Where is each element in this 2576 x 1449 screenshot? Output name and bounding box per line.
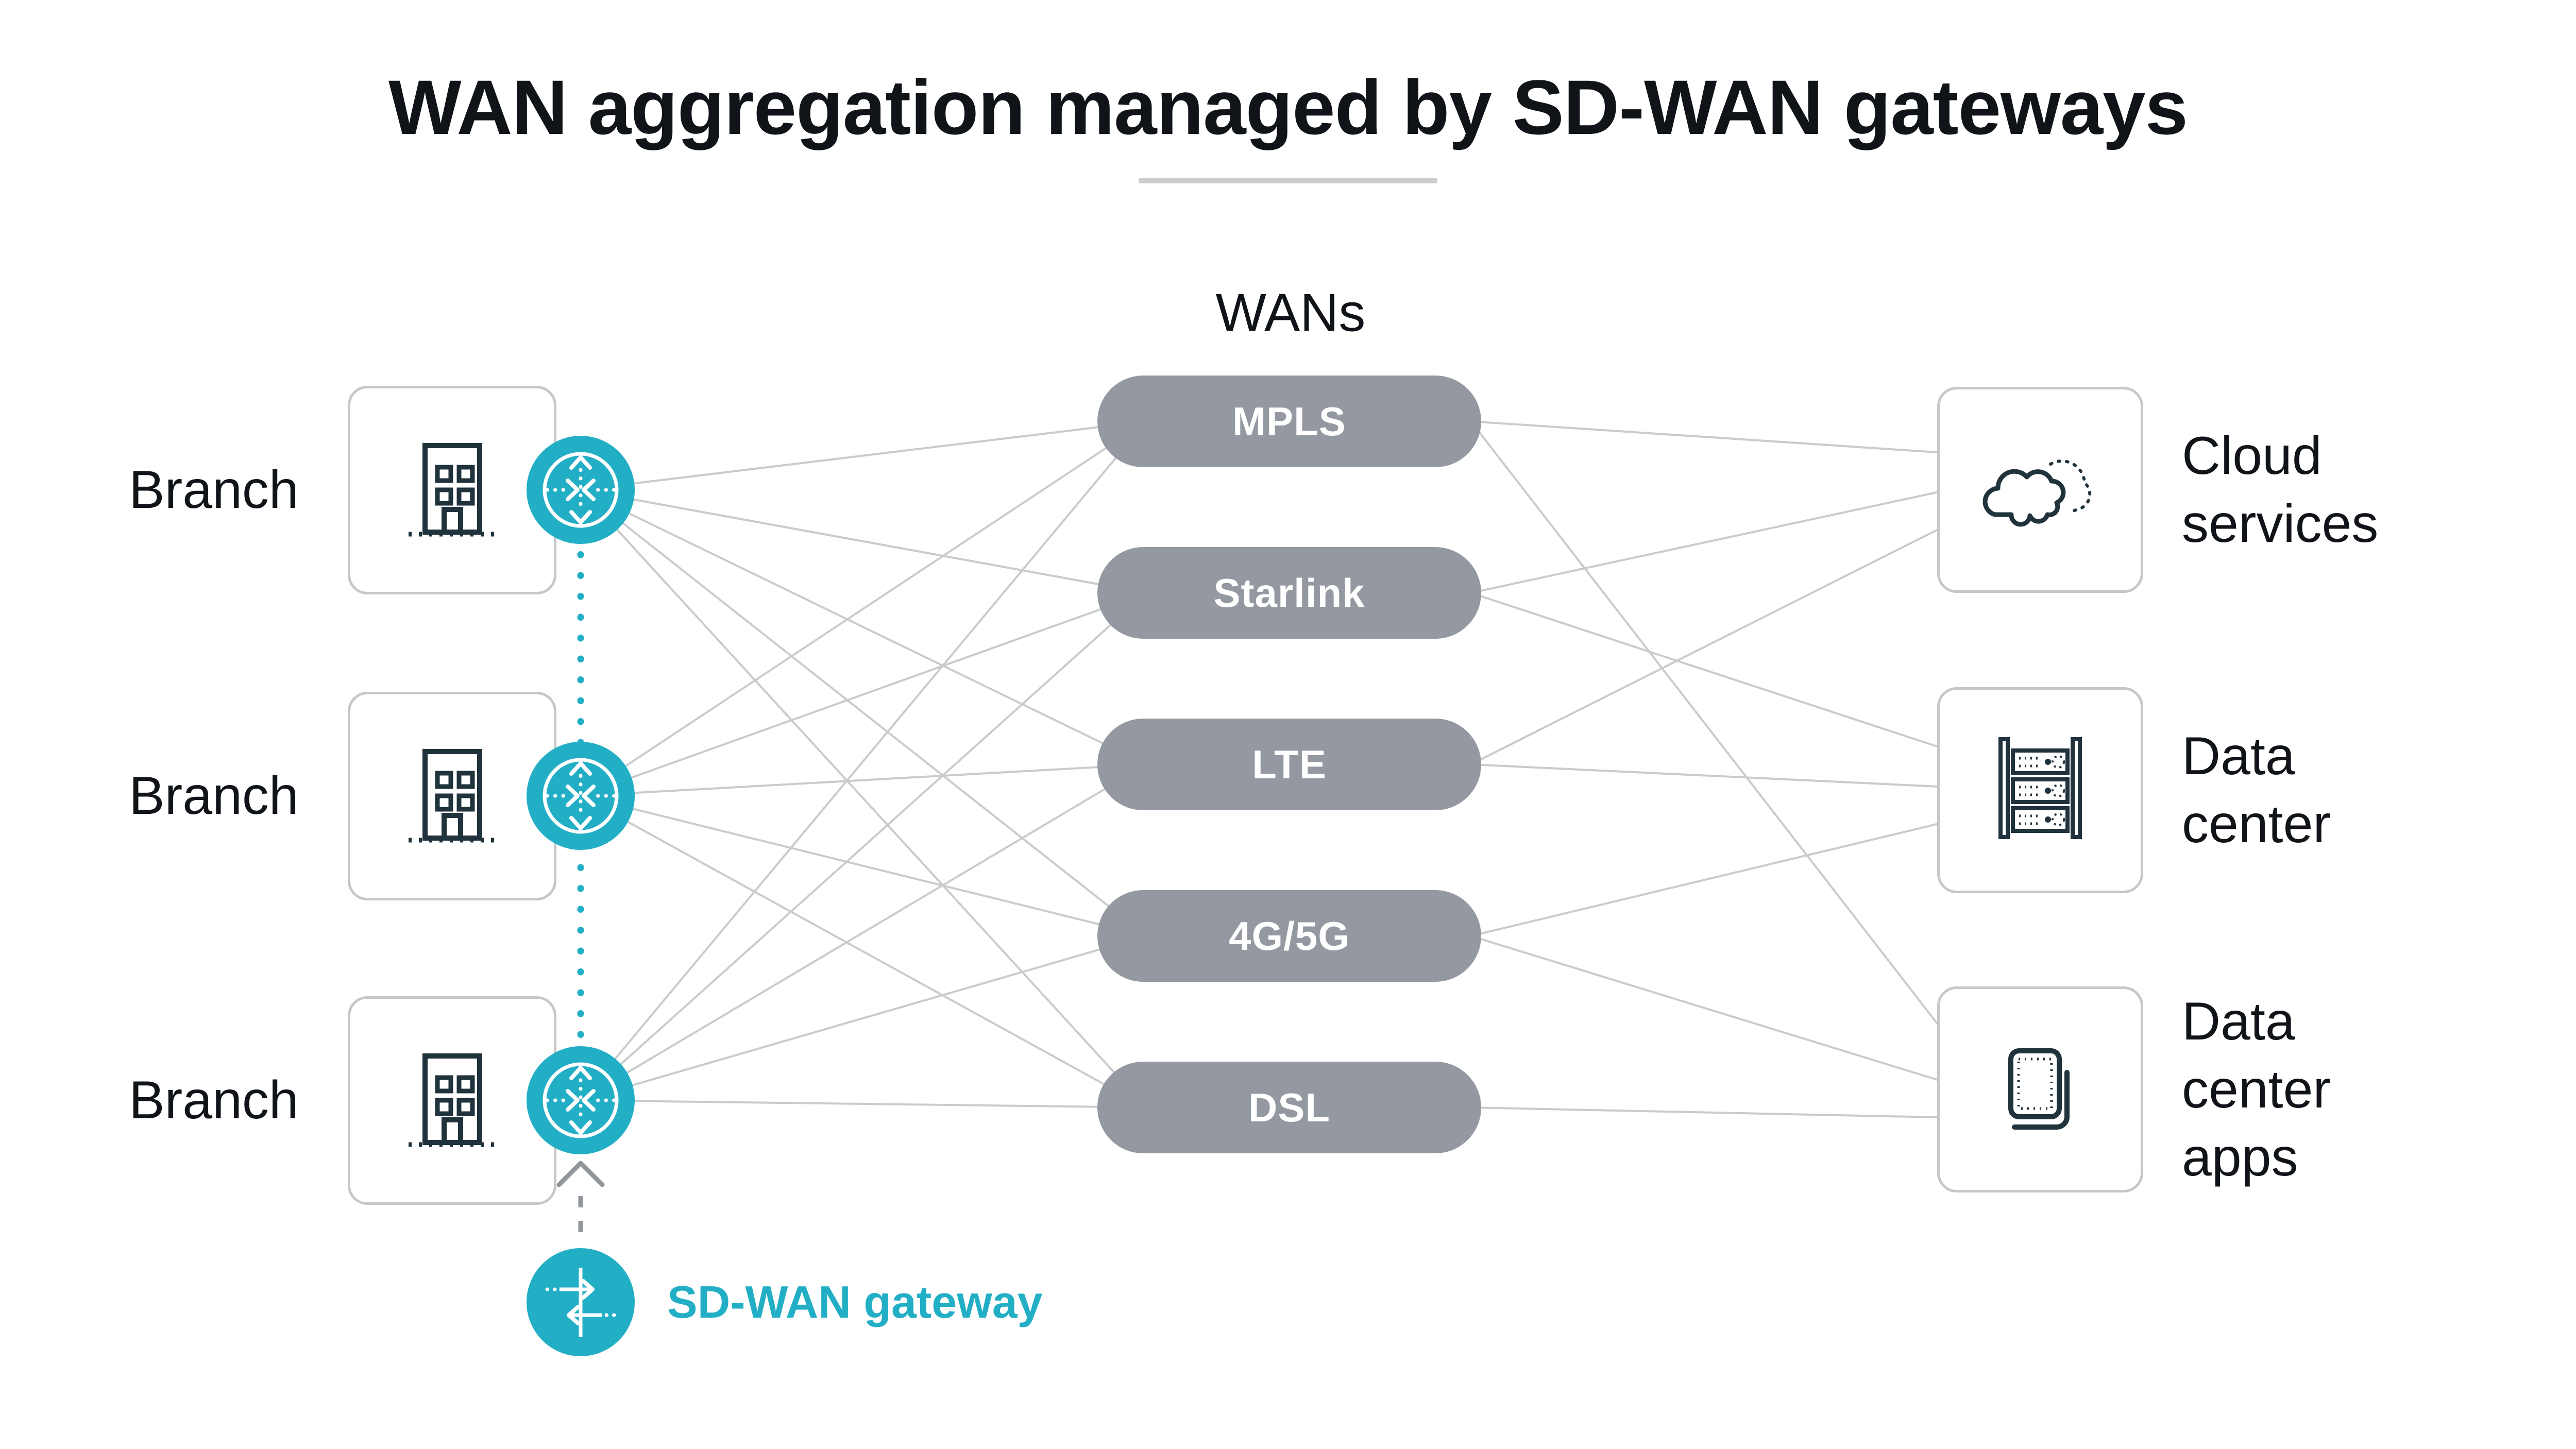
connection-line xyxy=(580,1099,1147,1109)
building-icon xyxy=(408,442,496,536)
connection-line xyxy=(580,935,1147,1101)
data-center-label: Data center xyxy=(2182,726,2331,854)
connection-line xyxy=(580,592,1147,797)
branch-box xyxy=(348,996,556,1205)
building-icon xyxy=(408,748,496,842)
connection-line xyxy=(1470,420,1961,455)
connection-line xyxy=(1470,486,1961,594)
branch-box xyxy=(348,692,556,900)
sd-wan-router-node xyxy=(527,1046,635,1154)
wan-pill-starlink: Starlink xyxy=(1097,547,1481,639)
sd-wan-gateway-node xyxy=(527,1248,635,1356)
connection-line xyxy=(580,795,1147,937)
data-center-apps-box xyxy=(1937,986,2143,1192)
wans-heading: WANs xyxy=(1215,283,1366,343)
sd-wan-router-node xyxy=(527,436,635,544)
connection-line xyxy=(1470,935,1961,1088)
data-center-box xyxy=(1937,687,2143,893)
connection-line xyxy=(580,420,1147,797)
page-title: WAN aggregation managed by SD-WAN gatewa… xyxy=(388,64,2188,150)
branch-label: Branch xyxy=(129,766,299,826)
title-underline xyxy=(1139,178,1437,183)
connection-line xyxy=(1470,420,1961,1054)
branch-label: Branch xyxy=(129,1070,299,1130)
connection-line xyxy=(580,763,1147,1101)
connection-line xyxy=(580,763,1147,797)
sd-wan-router-icon xyxy=(543,1062,619,1138)
wan-pill-mpls: MPLS xyxy=(1097,376,1481,467)
wan-pill-4g5g: 4G/5G xyxy=(1097,890,1481,982)
connection-line xyxy=(1470,1106,1961,1119)
connection-line xyxy=(580,420,1147,1101)
cloud-icon xyxy=(1982,459,2092,527)
sd-wan-gateway-label: SD-WAN gateway xyxy=(667,1276,1043,1327)
connection-line xyxy=(580,420,1147,491)
wan-pill-lte: LTE xyxy=(1097,719,1481,810)
connection-line xyxy=(1470,592,1961,755)
sd-wan-gateway-icon xyxy=(545,1268,616,1337)
sd-wan-router-icon xyxy=(543,758,619,834)
connection-line xyxy=(1470,817,1961,937)
connection-line xyxy=(580,592,1147,1101)
branch-box xyxy=(348,386,556,594)
sd-wan-router-node xyxy=(527,742,635,850)
cloud-services-box xyxy=(1937,387,2143,593)
building-icon xyxy=(408,1053,496,1147)
branch-label: Branch xyxy=(129,460,299,520)
data-center-apps-label: Data center apps xyxy=(2182,992,2331,1187)
connection-line xyxy=(1470,763,1961,789)
connection-line xyxy=(580,489,1147,1109)
connection-line xyxy=(580,795,1147,1109)
server-rack-icon xyxy=(1998,737,2082,839)
connection-line xyxy=(580,489,1147,594)
cloud-services-label: Cloud services xyxy=(2182,426,2379,554)
connection-line xyxy=(1470,517,1961,765)
connection-line xyxy=(580,489,1147,765)
wan-pill-dsl: DSL xyxy=(1097,1062,1481,1153)
sd-wan-router-icon xyxy=(543,452,619,528)
stacked-apps-icon xyxy=(2008,1048,2070,1130)
connection-line xyxy=(580,489,1147,937)
gateway-arrow-up-icon xyxy=(556,1161,605,1187)
